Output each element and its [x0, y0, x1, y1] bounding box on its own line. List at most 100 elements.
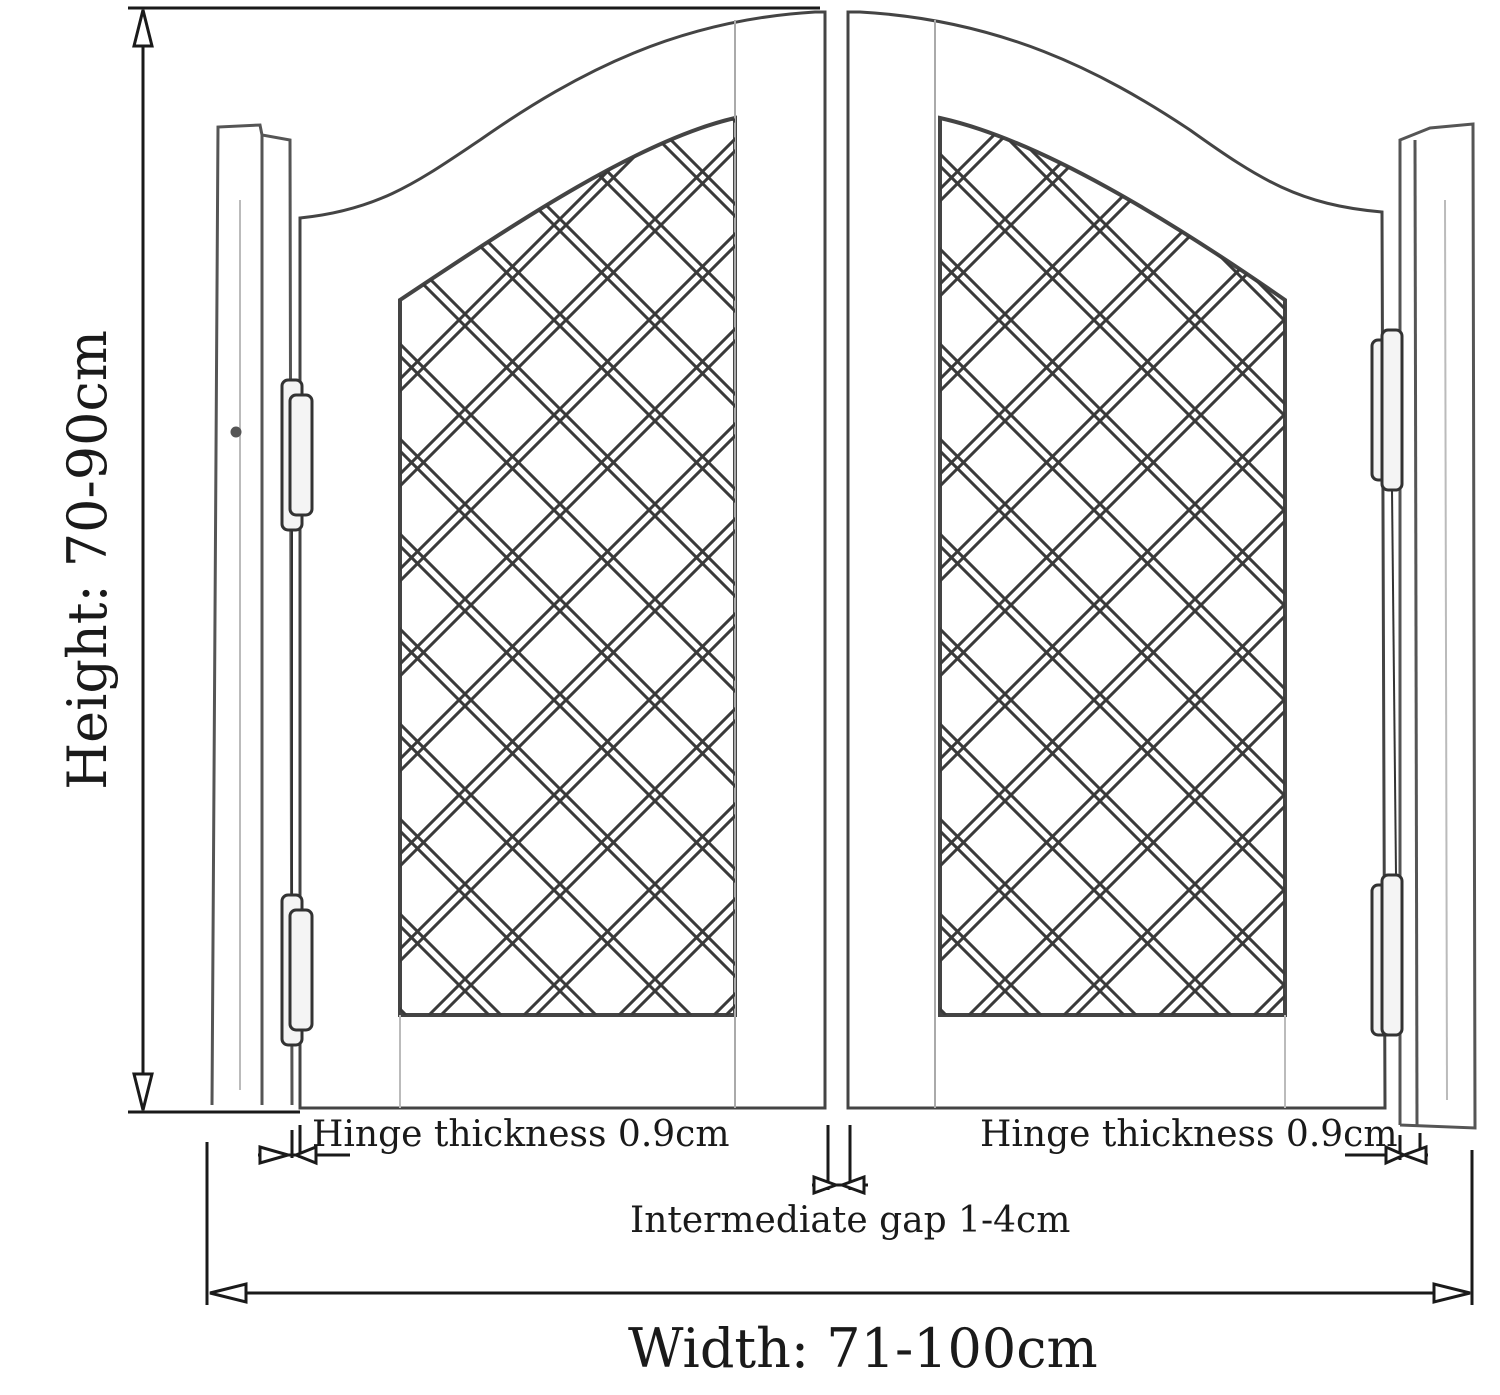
lattice-slat	[400, 118, 735, 1015]
lattice-slat	[967, 118, 1285, 1015]
lattice-slat	[1106, 100, 1500, 1015]
lattice-slat	[940, 118, 1285, 1015]
lattice-slat	[427, 118, 735, 1015]
left-lattice	[400, 100, 1500, 1015]
lattice-slat	[400, 118, 735, 1015]
lattice-slat	[400, 118, 735, 1015]
left-hinge-label: Hinge thickness 0.9cm	[312, 1114, 730, 1155]
hinge-icon	[280, 378, 314, 1047]
lattice-slat	[1252, 118, 1285, 1015]
lattice-slat	[400, 118, 598, 1015]
lattice-slat	[400, 118, 735, 1015]
lattice-slat	[400, 118, 735, 1015]
right-hinge-label: Hinge thickness 0.9cm	[980, 1114, 1398, 1155]
lattice-slat	[400, 118, 735, 1015]
lattice-slat	[1074, 118, 1285, 1015]
lattice-slat	[940, 118, 948, 1015]
lattice-slat	[522, 118, 735, 1015]
lattice-slat	[916, 100, 1500, 1015]
lattice-slat	[940, 118, 948, 1015]
lattice-slat	[400, 118, 735, 1015]
lattice-slat	[522, 118, 735, 1015]
lattice-slat	[400, 118, 693, 1015]
lattice-slat	[439, 118, 735, 1015]
lattice-slat	[400, 118, 735, 1015]
lattice-slat	[1011, 100, 1500, 1015]
lattice-slat	[400, 118, 735, 1015]
lattice-slat	[400, 118, 693, 1015]
lattice-slat	[916, 100, 1500, 1015]
lattice-slat	[1486, 100, 1500, 1015]
lattice-slat	[1157, 118, 1285, 1015]
lattice-slat	[940, 118, 1285, 1015]
left-hinge-thickness-marker	[258, 1125, 350, 1166]
width-label: Width: 71-100cm	[628, 1317, 1098, 1380]
lattice-slat	[629, 118, 735, 1015]
lattice-slat	[1486, 100, 1500, 1015]
lattice-slat	[940, 118, 1285, 1015]
lattice-slat	[400, 118, 735, 1015]
lattice-slat	[940, 118, 1138, 1015]
lattice-slat	[400, 118, 735, 1015]
lattice-slat	[400, 118, 735, 1015]
height-label: Height: 70-90cm	[56, 330, 119, 790]
width-dimension-line	[205, 1142, 1474, 1305]
lattice-slat	[979, 118, 1285, 1015]
lattice-slat	[940, 118, 1285, 1015]
lattice-slat	[940, 118, 1285, 1015]
lattice-slat	[1169, 118, 1285, 1015]
lattice-slat	[19, 100, 934, 1015]
lattice-slat	[1169, 118, 1285, 1015]
lattice-slat	[940, 118, 1285, 1015]
lattice-slat	[1106, 100, 1500, 1015]
lattice-slat	[1349, 100, 1500, 1015]
right-frame-post	[1398, 122, 1477, 1130]
lattice-slat	[940, 118, 1285, 1015]
lattice-slat	[940, 118, 1285, 1015]
lattice-slat	[940, 118, 1285, 1015]
lattice-slat	[400, 118, 735, 1015]
lattice-slat	[427, 118, 735, 1015]
lattice-slat	[940, 118, 1031, 1015]
lattice-slat	[940, 118, 1285, 1015]
lattice-slat	[1252, 118, 1285, 1015]
lattice-slat	[940, 118, 1126, 1015]
lattice-slat	[400, 118, 735, 1015]
lattice-slat	[940, 118, 1285, 1015]
lattice-slat	[940, 118, 1221, 1015]
lattice-slat	[534, 118, 735, 1015]
lattice-slat	[1201, 100, 1500, 1015]
lattice-slat	[400, 118, 681, 1015]
lattice-slat	[1201, 100, 1500, 1015]
lattice-slat	[439, 118, 735, 1015]
lattice-slat	[940, 118, 1285, 1015]
lattice-slat	[1062, 118, 1285, 1015]
lattice-slat	[534, 118, 735, 1015]
lattice-slat	[940, 118, 1031, 1015]
height-dimension-line	[128, 6, 820, 1114]
lattice-slat	[400, 118, 735, 1015]
lattice-slat	[979, 118, 1285, 1015]
lattice-slat	[629, 118, 735, 1015]
lattice-slat	[940, 118, 1233, 1015]
right-lattice	[19, 100, 1500, 1015]
lattice-slat	[940, 118, 1233, 1015]
lattice-slat	[1349, 100, 1500, 1015]
left-frame-post	[210, 123, 294, 1106]
lattice-slat	[940, 118, 1285, 1015]
lattice-slat	[940, 118, 1138, 1015]
lattice-slat	[1474, 100, 1500, 1015]
lattice-slat	[1474, 100, 1500, 1015]
lattice-slat	[967, 118, 1285, 1015]
lattice-slat	[400, 118, 735, 1015]
right-hinge-thickness-marker	[1345, 1133, 1428, 1166]
lattice-slat	[19, 100, 934, 1015]
left-door-leaf	[298, 10, 827, 1110]
lattice-slat	[940, 118, 1126, 1015]
lattice-slat	[400, 118, 681, 1015]
right-door-leaf	[846, 10, 1387, 1110]
lattice-slat	[1456, 100, 1500, 1015]
lattice-slat	[1456, 100, 1500, 1015]
lattice-slat	[1157, 118, 1285, 1015]
lattice-slat	[400, 118, 735, 1015]
